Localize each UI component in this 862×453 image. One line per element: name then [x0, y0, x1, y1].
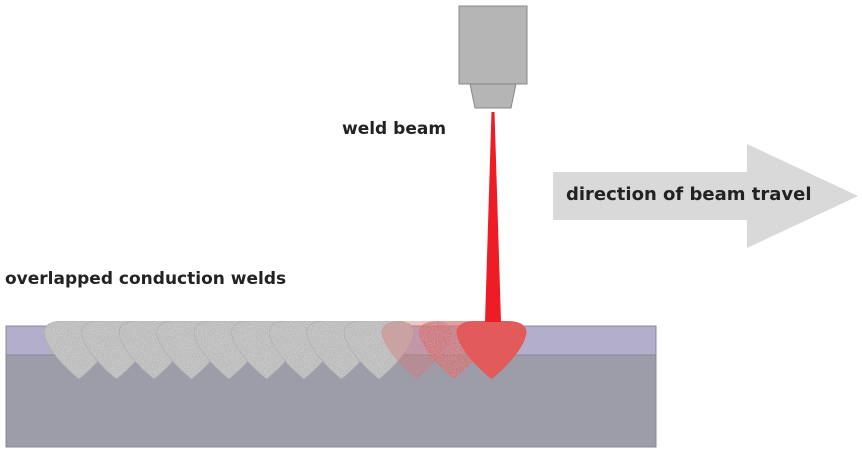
weld-nuggets	[43, 320, 527, 380]
weld-head-nozzle	[458, 5, 528, 109]
direction-arrow	[553, 144, 858, 248]
weld-beam-label: weld beam	[342, 119, 447, 139]
direction-label: direction of beam travel	[566, 184, 812, 205]
molten-weld-pool	[456, 321, 527, 379]
weld-beam	[485, 112, 501, 322]
overlapped-welds-label: overlapped conduction welds	[5, 269, 287, 289]
